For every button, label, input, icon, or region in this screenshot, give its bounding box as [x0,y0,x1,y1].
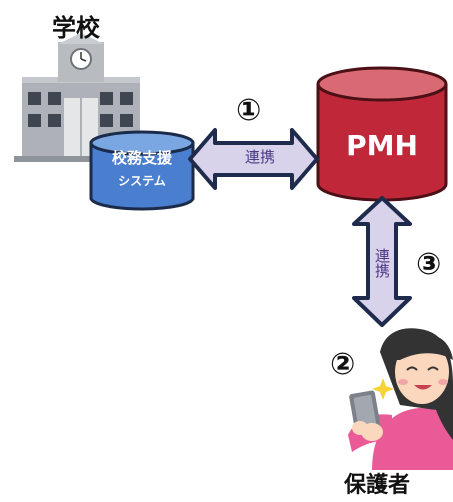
school-system-database-icon [89,130,195,211]
horizontal-link-number: ① [236,93,262,128]
parent-step-number: ② [330,347,356,382]
parent-title: 保護者 [344,473,411,498]
pmh-database-icon [316,66,448,202]
horizontal-link-arrow [188,128,319,190]
pmh-label: PMH [346,129,418,162]
school-system-label-line2: システム [118,174,166,188]
school-title: 学校 [52,14,100,42]
vertical-link-arrow [352,196,412,327]
vertical-link-label: 連携 [373,248,391,278]
school-system-label-line1: 校務支援 [111,149,172,167]
horizontal-link-label: 連携 [244,148,275,166]
school-building-icon [14,33,148,162]
vertical-link-number: ③ [416,247,442,282]
parent-person-icon [348,328,453,470]
